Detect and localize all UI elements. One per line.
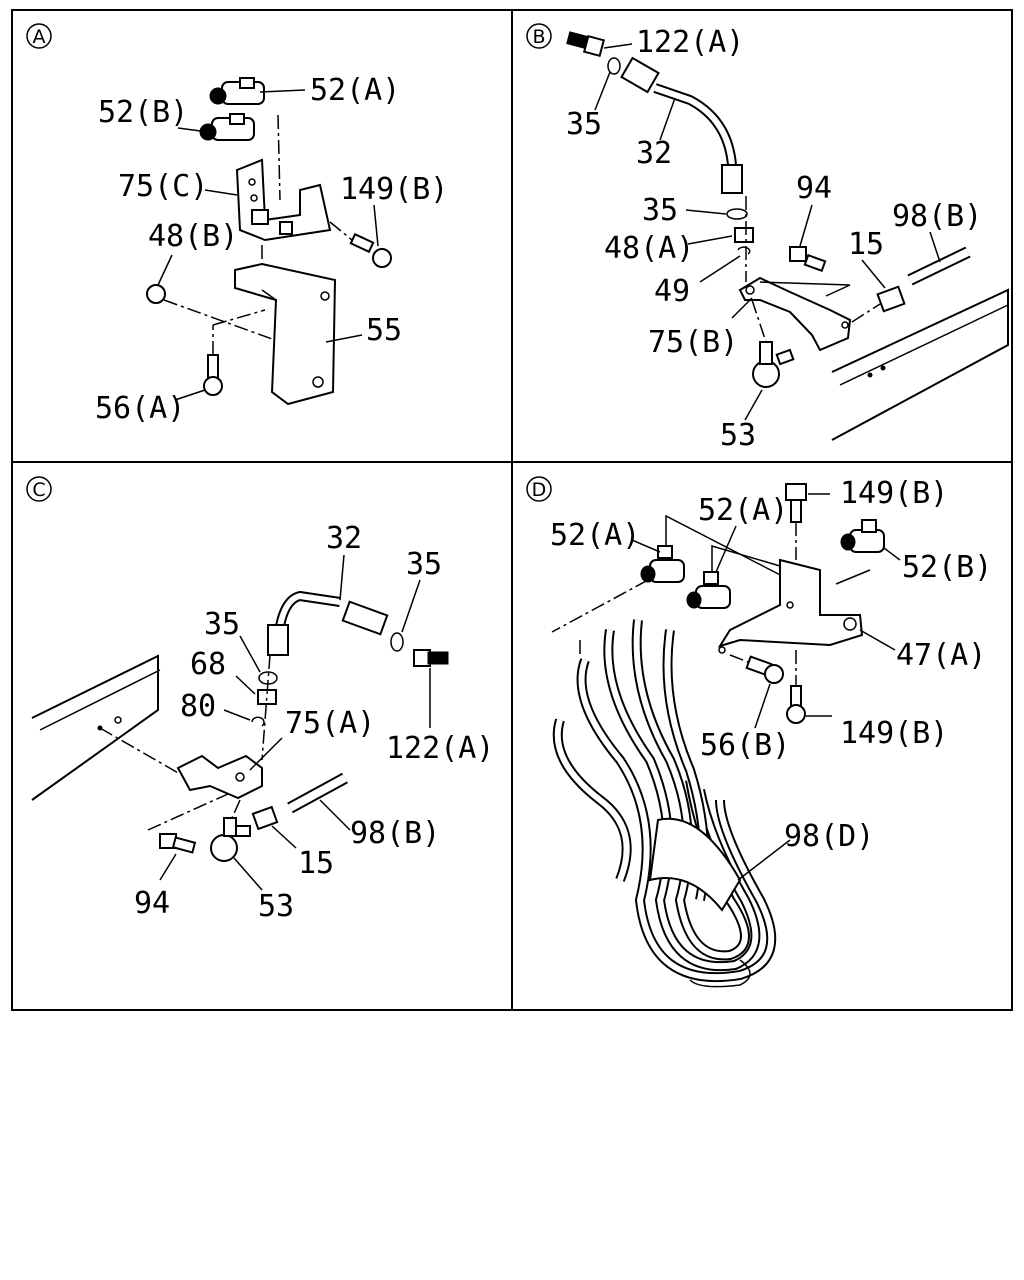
label-55: 55 [366, 313, 402, 348]
label-53: 53 [258, 889, 294, 924]
fitting-122a [566, 31, 606, 58]
label-48a: 48(A) [604, 231, 694, 266]
bracket-75b [738, 276, 852, 352]
label-15: 15 [298, 846, 334, 881]
bracket-47a [717, 558, 864, 654]
frame-rail [831, 288, 1009, 441]
frame-rail [31, 654, 161, 801]
tube-98b [907, 246, 971, 286]
label-35-top: 35 [566, 107, 602, 142]
connector-52b [199, 113, 255, 141]
panel-tag-circle [26, 23, 52, 49]
bracket-75a [176, 754, 263, 800]
label-98d: 98(D) [784, 819, 874, 854]
bolt-94 [789, 246, 827, 273]
bolt-149b-bottom [786, 685, 806, 724]
hose-32 [620, 56, 743, 194]
washer-80 [251, 716, 265, 727]
washer-35-right [390, 632, 404, 652]
nut-48b [146, 284, 166, 304]
label-49: 49 [654, 274, 690, 309]
connector-52a [209, 77, 265, 105]
label-32: 32 [636, 136, 672, 171]
label-35-mid: 35 [642, 193, 678, 228]
nut-48a [734, 227, 754, 243]
label-35-left: 35 [204, 607, 240, 642]
panel-tag: A [33, 26, 46, 48]
panel-d: D [526, 476, 992, 988]
label-48b: 48(B) [148, 219, 238, 254]
panel-tag: D [532, 479, 547, 501]
label-149b: 149(B) [340, 172, 448, 207]
label-68: 68 [190, 647, 226, 682]
washer-35b [726, 208, 748, 220]
bracket-55 [234, 262, 337, 406]
panel-tag: B [532, 26, 545, 48]
panel-b: B [526, 23, 1009, 453]
panel-a: A [26, 23, 448, 426]
bolt-94 [159, 833, 197, 854]
connector-52a-left [640, 545, 685, 583]
tube-98b [287, 772, 348, 814]
label-15: 15 [848, 227, 884, 262]
label-52a: 52(A) [310, 73, 400, 108]
label-53: 53 [720, 418, 756, 453]
label-52b: 52(B) [902, 550, 992, 585]
label-122a: 122(A) [636, 25, 744, 60]
label-35-right: 35 [406, 547, 442, 582]
label-75a: 75(A) [285, 706, 375, 741]
connector-15 [251, 805, 279, 831]
tee-53 [752, 341, 795, 388]
label-94: 94 [134, 886, 170, 921]
panel-tag: C [32, 479, 45, 501]
label-75b: 75(B) [648, 325, 738, 360]
fitting-122a [413, 649, 449, 667]
label-80: 80 [180, 689, 216, 724]
label-149b-bottom: 149(B) [840, 716, 948, 751]
hose-32 [267, 590, 389, 656]
label-56b: 56(B) [700, 728, 790, 763]
tee-53 [210, 817, 251, 862]
label-52a-left: 52(A) [550, 518, 640, 553]
label-47a: 47(A) [896, 638, 986, 673]
connector-52b [840, 519, 885, 553]
washer-49 [737, 246, 751, 255]
label-52a-right: 52(A) [698, 493, 788, 528]
label-122a: 122(A) [386, 731, 494, 766]
bolt-149b [349, 232, 392, 268]
label-75c: 75(C) [118, 169, 208, 204]
bracket-75c [235, 158, 332, 242]
panel-c: C [26, 476, 494, 924]
connector-52a-right [686, 571, 731, 609]
bolt-56b [745, 655, 784, 684]
bolt-149b-top [785, 483, 807, 523]
connector-15 [876, 285, 906, 313]
label-98b: 98(B) [350, 816, 440, 851]
washer-35 [607, 57, 621, 75]
label-94: 94 [796, 171, 832, 206]
tube-bundle-98d [552, 619, 777, 988]
label-32: 32 [326, 521, 362, 556]
label-98b: 98(B) [892, 199, 982, 234]
bolt-56a [203, 354, 223, 396]
label-56a: 56(A) [95, 391, 185, 426]
label-52b: 52(B) [98, 95, 188, 130]
label-149b-top: 149(B) [840, 476, 948, 511]
